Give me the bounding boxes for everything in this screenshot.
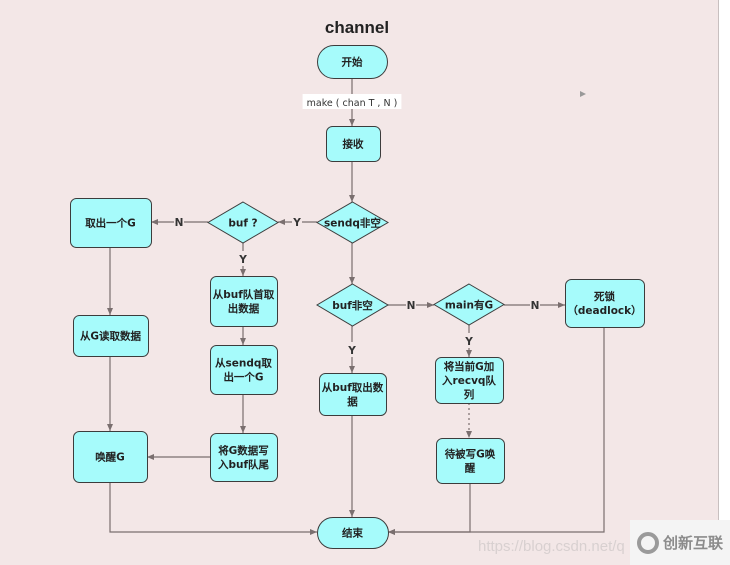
- process-shape: [210, 433, 278, 482]
- watermark: https://blog.csdn.net/q: [478, 538, 625, 555]
- node-label: buf ?: [228, 218, 257, 230]
- node-mainG[interactable]: main有G: [433, 283, 505, 326]
- edge-label: make ( chan T , N ): [307, 98, 398, 109]
- terminal-shape: [317, 517, 389, 549]
- edge-label: Y: [292, 217, 301, 229]
- node-label: 从sendq取: [215, 358, 272, 370]
- node-label: 从buf取出数: [322, 381, 384, 394]
- edge-label-bg: [530, 297, 540, 312]
- node-label: 将当前G加: [444, 360, 495, 373]
- node-label: 开始: [342, 56, 363, 69]
- edge-label-bg: [292, 214, 302, 229]
- node-label: 列: [464, 388, 475, 401]
- process-shape: [565, 279, 645, 328]
- node-label: 结束: [342, 527, 363, 540]
- node-label: 接收: [343, 138, 364, 151]
- edge-label: N: [175, 217, 184, 229]
- process-shape: [73, 431, 148, 483]
- process-shape: [210, 276, 278, 327]
- node-readG[interactable]: 从G读取数据: [73, 315, 149, 357]
- node-buf[interactable]: buf ?: [207, 201, 279, 244]
- edge-label: Y: [464, 336, 473, 348]
- edge-label-bg: [174, 214, 184, 229]
- node-label: 从G读取数据: [80, 330, 142, 343]
- node-recv[interactable]: 接收: [326, 126, 381, 162]
- process-shape: [210, 345, 278, 395]
- edge-label-bg: [406, 297, 416, 312]
- node-label: （deadlock）: [567, 304, 641, 317]
- logo-text: 创新互联: [662, 534, 723, 552]
- logo: 创新互联: [630, 520, 730, 565]
- node-label: 出一个G: [223, 371, 263, 384]
- decision-shape: [433, 283, 505, 326]
- decision-shape: [316, 283, 389, 327]
- edge-label-bg: [302, 94, 402, 109]
- edge-label-bg: [347, 342, 357, 357]
- decision-shape: [207, 201, 279, 244]
- small-arrow-marker-icon: [580, 91, 586, 97]
- node-label: 死锁: [593, 290, 615, 303]
- node-label: 入recvq队: [442, 374, 496, 387]
- edge-deadlock-end: [388, 327, 605, 535]
- node-wakeG[interactable]: 唤醒G: [73, 431, 148, 483]
- node-label: sendq非空: [324, 217, 381, 230]
- node-label: 将G数据写: [218, 444, 269, 457]
- node-label: 唤醒G: [95, 451, 125, 464]
- edge-label-bg: [238, 251, 248, 266]
- edge-label: N: [407, 300, 416, 312]
- node-label: 入buf队尾: [218, 458, 270, 471]
- node-bufNonEmpty[interactable]: buf非空: [316, 283, 389, 327]
- edge-label: Y: [238, 254, 247, 266]
- node-sendq[interactable]: sendq非空: [316, 201, 389, 244]
- node-label: 出数据: [228, 302, 260, 315]
- process-shape: [70, 198, 152, 248]
- node-label: 据: [347, 395, 358, 408]
- process-shape: [436, 438, 505, 484]
- process-shape: [326, 126, 381, 162]
- node-label: buf非空: [332, 299, 373, 312]
- diagram-title: channel: [325, 18, 389, 37]
- node-label: 醒: [465, 463, 476, 475]
- node-label: 待被写G唤: [445, 448, 496, 461]
- edge-label-bg: [464, 333, 474, 348]
- node-takeG[interactable]: 取出一个G: [70, 198, 152, 248]
- node-deadlock[interactable]: 死锁（deadlock）: [565, 279, 645, 328]
- decision-shape: [316, 201, 389, 244]
- edge-label: Y: [347, 345, 356, 357]
- node-label: 从buf队首取: [213, 288, 275, 301]
- node-label: main有G: [445, 299, 493, 312]
- edge-label: N: [531, 300, 540, 312]
- node-end[interactable]: 结束: [317, 517, 389, 549]
- terminal-shape: [317, 45, 388, 79]
- process-shape: [319, 373, 387, 416]
- node-label: 取出一个G: [85, 217, 136, 230]
- process-shape: [435, 357, 504, 404]
- node-start[interactable]: 开始: [317, 45, 388, 79]
- logo-mark-icon: [636, 531, 659, 554]
- process-shape: [73, 315, 149, 357]
- edge-wakeG-end: [109, 482, 317, 535]
